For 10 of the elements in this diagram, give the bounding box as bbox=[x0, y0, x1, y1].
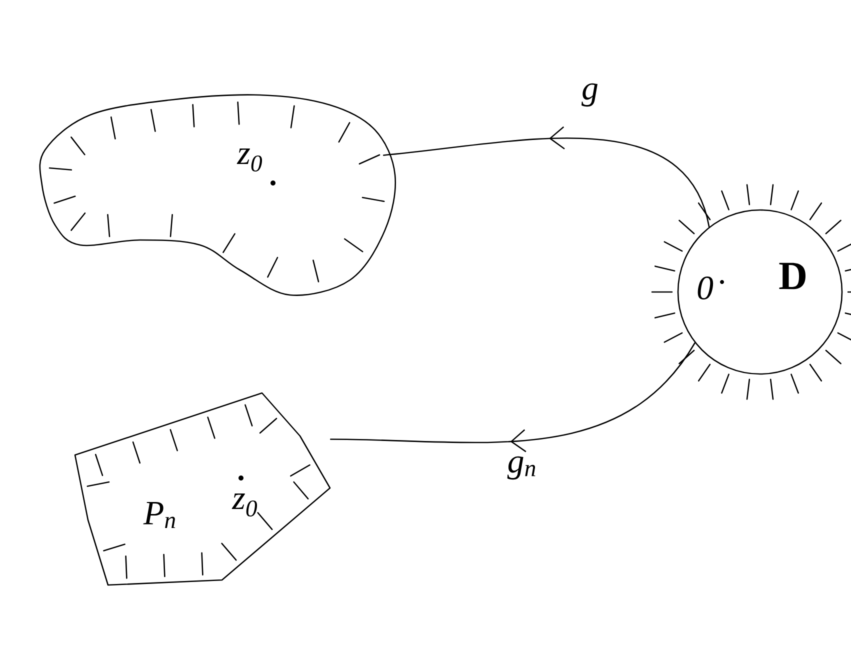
point-label: P$_{n}$ bbox=[143, 502, 176, 528]
point-label: z$_{0}$ bbox=[236, 148, 262, 172]
edge-label: g bbox=[580, 82, 600, 108]
polygon-outline bbox=[74, 392, 331, 586]
point-label: 0 bbox=[698, 276, 714, 300]
disk-circle bbox=[677, 209, 843, 375]
set-label: D bbox=[779, 262, 806, 290]
domain-outline bbox=[39, 94, 396, 296]
edge-label: g$_{n}$ bbox=[506, 455, 538, 481]
point-label: z$_{0}$ bbox=[232, 493, 258, 517]
